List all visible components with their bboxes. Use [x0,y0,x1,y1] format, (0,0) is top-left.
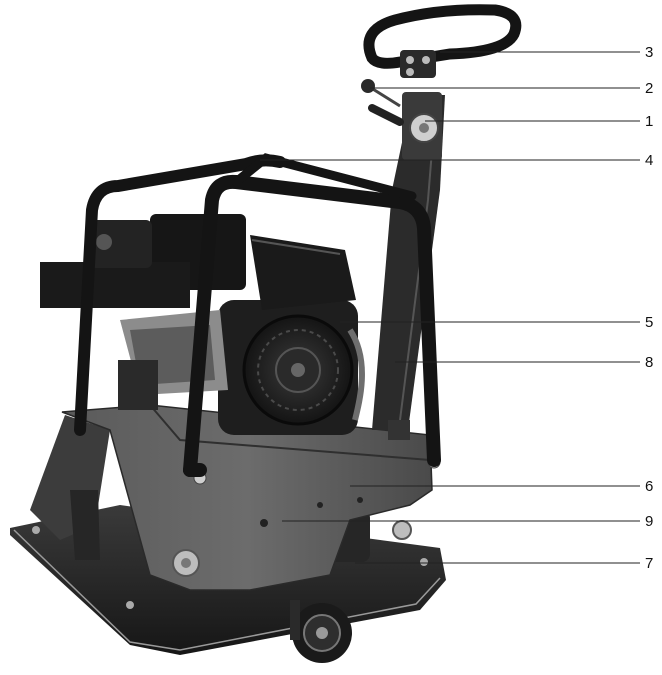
throttle-hose [347,328,365,421]
callout-3: 3 [645,44,653,61]
callout-labels: 3 2 1 4 5 8 6 9 7 [645,44,653,572]
engine-base-frame [61,404,441,591]
fuel-tank [250,235,356,310]
callout-2: 2 [645,80,653,97]
transport-wheel [290,600,352,663]
front-skirt [30,415,110,560]
callout-7: 7 [645,555,653,572]
callout-leaders [260,51,640,564]
callout-5: 5 [645,314,653,331]
callout-1: 1 [645,113,653,130]
handle-bar [363,4,522,78]
callout-9: 9 [645,513,653,530]
callout-8: 8 [645,354,653,371]
callout-6: 6 [645,478,653,495]
control-knob [361,79,401,108]
callout-4: 4 [645,152,653,169]
air-filter [40,214,246,308]
throttle-lever [368,92,442,160]
